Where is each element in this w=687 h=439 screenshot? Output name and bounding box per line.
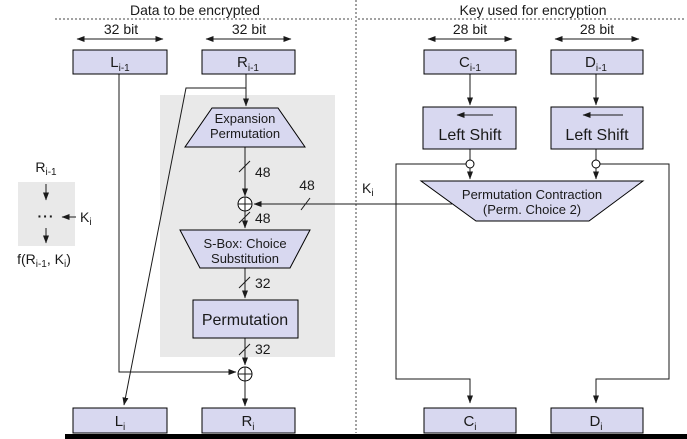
- blocks: [72, 49, 645, 434]
- register-box-d-prev: [550, 49, 644, 75]
- nodes: [237, 159, 601, 382]
- register-box-c-prev: [423, 49, 517, 75]
- bit-width-label-r: 32 bit: [232, 21, 266, 37]
- bus-slash-subkey: [300, 197, 311, 211]
- wire-loop-to-dcur: [593, 163, 670, 404]
- bottom-bar: [65, 434, 687, 439]
- branch-node-d: [591, 159, 601, 169]
- left-shift-c-block: [422, 106, 517, 150]
- register-label-l-prev: Li-1: [110, 54, 130, 74]
- register-label-l-cur: Li: [115, 413, 126, 433]
- wire-lprev-to-xor2: [118, 74, 237, 375]
- width-48-expansion-out: 48: [255, 164, 271, 180]
- bus-slash-expansion-out: [238, 160, 251, 173]
- left-shift-d-label: Left Shift: [565, 127, 629, 144]
- left-shift-c-label: Left Shift: [438, 127, 502, 144]
- expansion-label-line1: Expansion: [215, 111, 276, 126]
- register-label-d-prev: Di-1: [585, 54, 607, 74]
- bit-width-label-c: 28 bit: [453, 21, 487, 37]
- bus-slash-sbox-out: [238, 276, 251, 289]
- wire-loop-to-ccur: [395, 163, 473, 404]
- width-32-perm-out: 32: [255, 341, 271, 357]
- register-box-l-cur: [72, 407, 168, 434]
- bit-width-label-d: 28 bit: [580, 21, 614, 37]
- perm-contraction-label-line1: Permutation Contraction: [462, 187, 602, 202]
- register-label-c-prev: Ci-1: [459, 54, 481, 74]
- xor-plus-2: [238, 367, 252, 381]
- sbox-label-line1: S-Box: Choice: [203, 236, 286, 251]
- bus-slash-xor1-out: [238, 211, 251, 224]
- expansion-permutation-block: [184, 107, 306, 148]
- register-box-r-cur: [201, 407, 296, 434]
- permutation-contraction-block: [419, 180, 645, 222]
- legend-dots: ···: [38, 208, 55, 224]
- register-label-r-prev: Ri-1: [237, 54, 259, 74]
- bit-width-label-l: 32 bit: [104, 21, 138, 37]
- register-box-r-prev: [201, 49, 296, 75]
- wire-rprev-to-lcur: [122, 87, 246, 406]
- register-label-c-cur: Ci: [463, 413, 476, 433]
- register-box-c-cur: [423, 407, 517, 434]
- legend-key-label: Ki: [80, 209, 92, 228]
- sbox-substitution-block: [179, 229, 311, 269]
- register-box-l-prev: [72, 49, 168, 75]
- register-box-d-cur: [550, 407, 644, 434]
- expansion-label-line2: Permutation: [210, 126, 280, 141]
- section-title-key: Key used for encryption: [459, 2, 606, 18]
- width-48-subkey: 48: [299, 177, 315, 193]
- perm-contraction-label-line2: (Perm. Choice 2): [483, 202, 581, 217]
- legend-output-label: f(Ri-1, Ki): [17, 251, 71, 270]
- width-48-xor-out: 48: [255, 210, 271, 226]
- permutation-block: [192, 299, 299, 339]
- legend-input-label: Ri-1: [35, 159, 57, 178]
- permutation-label: Permutation: [202, 312, 288, 329]
- sbox-label-line2: Substitution: [211, 251, 279, 266]
- xor-plus-1: [238, 197, 252, 211]
- left-shift-d-block: [550, 106, 644, 150]
- bus-slash-perm-out: [238, 343, 251, 356]
- section-title-data: Data to be encrypted: [130, 2, 260, 18]
- wires: [43, 74, 670, 407]
- branch-node-c: [465, 159, 475, 169]
- width-32-sbox-out: 32: [255, 275, 271, 291]
- register-label-r-cur: Ri: [241, 413, 254, 433]
- register-label-d-cur: Di: [589, 413, 602, 433]
- subkey-label: Ki: [362, 180, 374, 199]
